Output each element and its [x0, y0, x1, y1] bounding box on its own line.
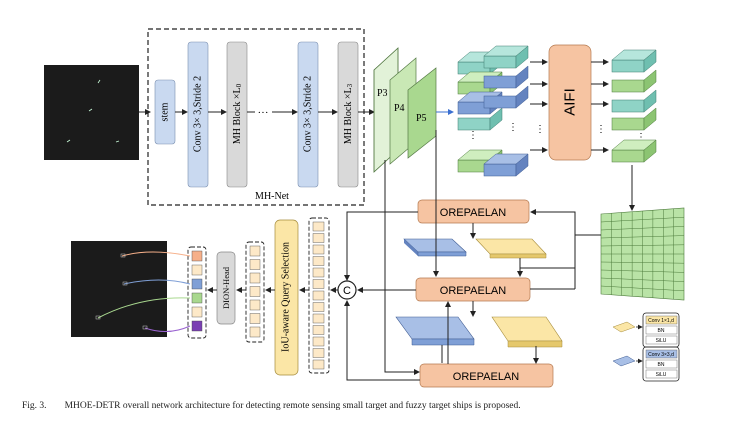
conv-stride-block-2: Conv 3× 3,Stride 2 [297, 41, 319, 188]
mh1-label: MH Block ×L [232, 87, 243, 144]
feature-pyramid: P3 P4 P5 [373, 47, 437, 173]
concat-node: C [337, 280, 357, 300]
input-image [44, 65, 139, 160]
mh-net-label: MH-Net [255, 191, 289, 202]
mh-net-box [147, 28, 365, 206]
aifi-label: AIFI [562, 88, 579, 116]
query-token [312, 221, 325, 232]
query-token [312, 348, 325, 358]
query-token [312, 290, 325, 301]
figure-caption: Fig. 3. MHOE-DETR overall network archite… [22, 401, 722, 411]
selected-token [249, 299, 261, 311]
svg-text:MH Block ×L0: MH Block ×L0 [232, 83, 244, 144]
mh-block-1: MH Block ×L0 [226, 41, 248, 188]
p3-label: P3 [377, 88, 388, 99]
token-cubes-left: ⋮ [457, 51, 503, 173]
conv1-label: Conv 3× 3,Stride 2 [193, 76, 204, 152]
mh1-subscript: 0 [235, 83, 243, 87]
selected-tokens-dashed [245, 241, 265, 343]
stem-block: stem [154, 79, 176, 145]
query-token [312, 279, 325, 289]
legend-1-title: Conv 1×1,d [648, 318, 674, 324]
stem-label: stem [160, 102, 171, 121]
legend-conv1x1: Conv 1×1,d BN SiLU [612, 312, 680, 348]
svg-text:⋮: ⋮ [636, 132, 646, 143]
legend-2-title: Conv 3×3,d [648, 352, 674, 358]
selected-token [249, 313, 261, 324]
legend-2-row-1: BN [658, 362, 665, 368]
orepaelan-block-2: OREPAELAN [415, 277, 531, 302]
selected-token [249, 286, 261, 297]
p5-label: P5 [416, 113, 427, 124]
selected-token [249, 259, 261, 270]
query-token [312, 233, 325, 243]
query-token [312, 302, 325, 312]
aifi-block: AIFI [548, 44, 592, 161]
iou-query-selection-block: IoU-aware Query Selection [274, 219, 299, 376]
backbone-ellipsis: ··· [258, 107, 269, 119]
feature-slabs-middle [403, 238, 547, 259]
mh-block-2: MH Block ×L3 [337, 41, 359, 188]
selected-token [249, 272, 261, 284]
orepaelan-block-1: OREPAELAN [417, 199, 530, 224]
caption-number: Fig. 3. [22, 401, 47, 411]
query-token [312, 325, 325, 335]
query-token [312, 244, 325, 255]
orepaelan-3-label: OREPAELAN [453, 371, 519, 383]
token-cubes-right: ⋮ [483, 45, 529, 177]
svg-text:MH Block ×L3: MH Block ×L3 [343, 83, 355, 144]
orepaelan-2-label: OREPAELAN [440, 285, 506, 297]
selected-token [249, 326, 261, 338]
query-token [312, 359, 325, 370]
conv-stride-block-1: Conv 3× 3,Stride 2 [187, 41, 209, 188]
query-tokens-dashed [308, 217, 330, 374]
svg-text:⋮: ⋮ [468, 130, 478, 141]
dion-head-label: DION-Head [221, 266, 231, 309]
svg-text:⋮: ⋮ [596, 124, 606, 135]
query-token [312, 267, 325, 278]
p4-label: P4 [394, 103, 405, 114]
svg-text:⋮: ⋮ [535, 124, 545, 135]
legend-2-row-2: SiLU [656, 372, 667, 378]
conv2-label: Conv 3× 3,Stride 2 [303, 76, 314, 152]
neck-connections [344, 130, 601, 381]
dion-head-block: DION-Head [216, 251, 236, 325]
orepaelan-1-label: OREPAELAN [440, 207, 506, 219]
concat-label: C [343, 285, 351, 297]
query-selection-label: IoU-aware Query Selection [281, 242, 292, 352]
legend-conv3x3: Conv 3×3,d BN SiLU [612, 346, 680, 382]
caption-text: MHOE-DETR overall network architecture f… [64, 401, 521, 411]
legend-1-row-1: BN [658, 328, 665, 334]
svg-text:⋮: ⋮ [508, 122, 518, 133]
output-image [71, 241, 191, 337]
feature-slabs-bottom [395, 316, 563, 348]
orepaelan-block-3: OREPAELAN [419, 363, 554, 388]
query-token [312, 336, 325, 347]
legend-1-row-2: SiLU [656, 338, 667, 344]
aifi-output-cubes: ⋮ [611, 49, 657, 163]
query-token [312, 256, 325, 266]
query-token [312, 313, 325, 324]
mh2-subscript: 3 [346, 83, 354, 87]
feature-grid [600, 207, 685, 301]
mh2-label: MH Block ×L [343, 87, 354, 144]
selected-token [249, 245, 261, 257]
prediction-tokens-dashed [187, 246, 207, 339]
